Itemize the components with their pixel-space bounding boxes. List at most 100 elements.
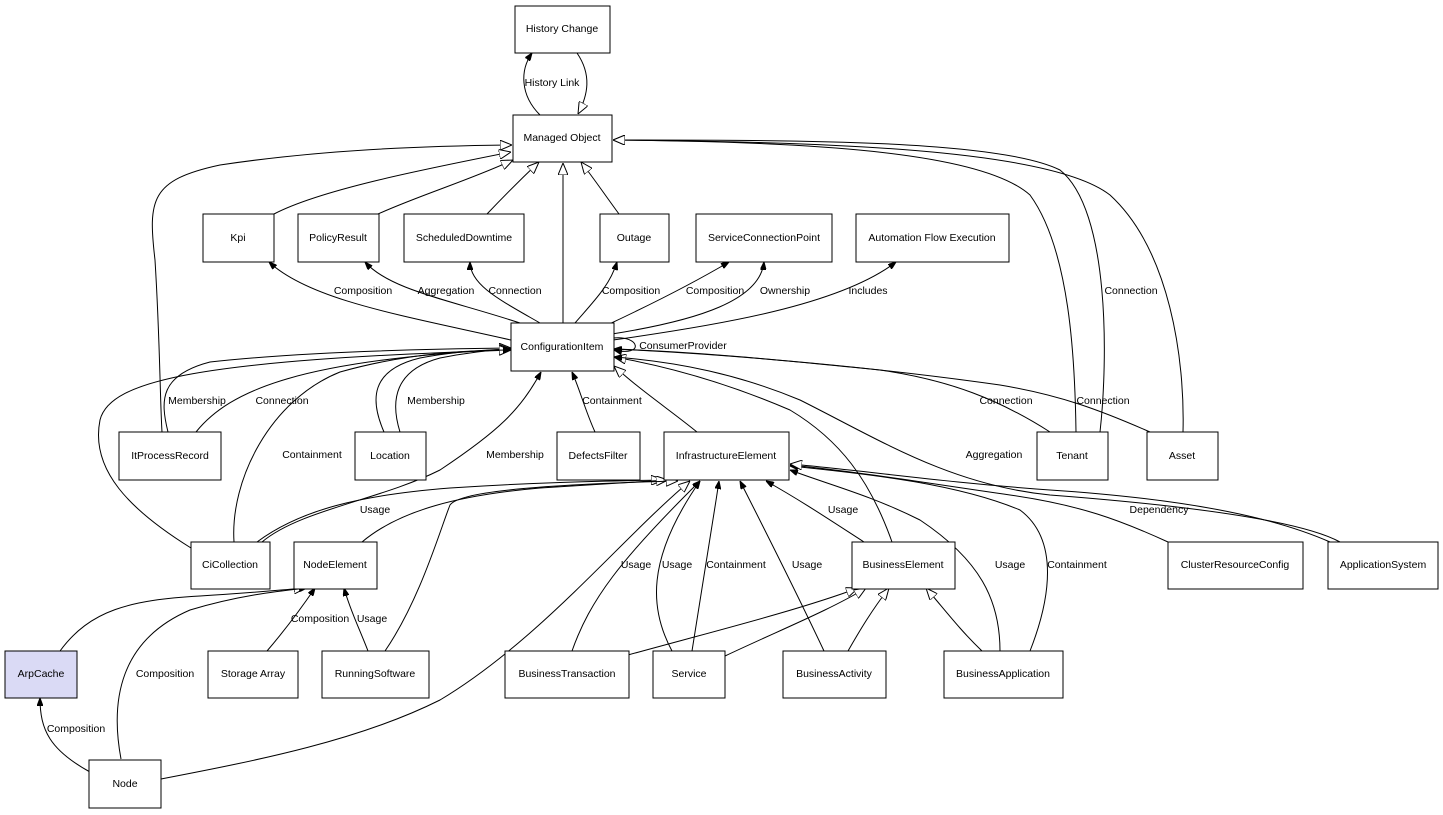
edge-be-ie-usage xyxy=(766,481,865,543)
node-running-software[interactable]: RunningSoftware xyxy=(321,650,430,699)
label-asset-connection: Connection xyxy=(1076,395,1129,407)
edge-kpi-inherit xyxy=(273,152,511,215)
node-running-software-label: RunningSoftware xyxy=(335,668,416,680)
node-location-label: Location xyxy=(370,450,410,462)
label-cicoll-containment: Containment xyxy=(282,449,342,461)
label-node-composition-arp: Composition xyxy=(47,723,106,735)
edge-ci-self xyxy=(612,337,636,352)
edge-service-be-inherit xyxy=(724,588,866,657)
node-scheduled-downtime-label: ScheduledDowntime xyxy=(416,232,512,244)
node-automation-flow-execution[interactable]: Automation Flow Execution xyxy=(855,213,1010,263)
label-itpr-membership: Membership xyxy=(168,395,226,407)
node-history-change[interactable]: History Change xyxy=(514,5,611,54)
label-scp-ownership: Ownership xyxy=(760,285,810,297)
node-service-connection-point-label: ServiceConnectionPoint xyxy=(708,232,820,244)
edge-asset-ci-connection xyxy=(614,349,1151,433)
edge-rs-ne-usage xyxy=(344,588,369,652)
node-outage-label: Outage xyxy=(617,232,652,244)
edge-bt-ie-usage xyxy=(571,481,700,652)
node-infrastructure-element[interactable]: InfrastructureElement xyxy=(663,431,790,481)
edge-downtime-inherit xyxy=(486,162,539,215)
edge-asset-inherit xyxy=(613,140,1184,433)
label-bt-usage: Usage xyxy=(621,559,652,571)
node-storage-array[interactable]: Storage Array xyxy=(207,650,299,699)
edge-appsys-ci-aggregation xyxy=(614,357,1341,543)
label-history-link: History Link xyxy=(525,77,581,89)
node-application-system[interactable]: ApplicationSystem xyxy=(1327,541,1439,590)
edge-itpr-ci-membership xyxy=(163,348,511,433)
edge-defects-containment xyxy=(572,372,596,433)
label-downtime-connection: Connection xyxy=(488,285,541,297)
label-node-composition-ne: Composition xyxy=(136,668,195,680)
node-node-element-label: NodeElement xyxy=(303,559,367,571)
edge-appsys-ie-inherit xyxy=(790,464,1331,543)
edge-outage-inherit xyxy=(581,162,620,215)
node-business-element[interactable]: BusinessElement xyxy=(851,541,956,590)
label-consumer-provider: ConsumerProvider xyxy=(639,340,727,352)
edge-history-inherit xyxy=(576,52,587,114)
node-business-transaction[interactable]: BusinessTransaction xyxy=(504,650,630,699)
label-bapp-usage: Usage xyxy=(995,559,1026,571)
label-policy-aggregation: Aggregation xyxy=(418,285,475,297)
label-afe-includes: Includes xyxy=(848,285,887,297)
node-infrastructure-element-label: InfrastructureElement xyxy=(676,450,776,462)
label-itpr-connection: Connection xyxy=(255,395,308,407)
edge-storage-ne-composition xyxy=(266,588,315,652)
node-tenant[interactable]: Tenant xyxy=(1036,431,1109,481)
node-service-connection-point[interactable]: ServiceConnectionPoint xyxy=(695,213,833,263)
node-configuration-item[interactable]: ConfigurationItem xyxy=(510,322,615,372)
edge-itpr-ci-connection xyxy=(195,349,511,433)
node-kpi-label: Kpi xyxy=(230,232,245,244)
label-scp-composition: Composition xyxy=(686,285,745,297)
node-defects-filter[interactable]: DefectsFilter xyxy=(556,431,641,481)
node-node-element[interactable]: NodeElement xyxy=(293,541,378,590)
edge-arp-ne-inherit xyxy=(59,588,306,652)
node-tenant-label: Tenant xyxy=(1056,450,1088,462)
node-arp-cache[interactable]: ArpCache xyxy=(4,650,78,699)
edge-history-link xyxy=(523,53,541,116)
label-storage-composition: Composition xyxy=(291,613,350,625)
node-application-system-label: ApplicationSystem xyxy=(1340,559,1427,571)
node-managed-object-label: Managed Object xyxy=(523,132,600,144)
edge-ie-inherit xyxy=(614,366,698,433)
edge-node-arp-composition xyxy=(40,698,91,773)
node-node[interactable]: Node xyxy=(88,759,162,809)
label-tenant-connection-ci: Connection xyxy=(979,395,1032,407)
node-it-process-record[interactable]: ItProcessRecord xyxy=(118,431,222,481)
node-policy-result[interactable]: PolicyResult xyxy=(297,213,380,263)
edge-cicoll-inherit xyxy=(98,350,511,549)
edge-cicoll-containment xyxy=(233,350,511,543)
edge-tenant-ci-connection xyxy=(614,349,1051,433)
node-managed-object[interactable]: Managed Object xyxy=(512,114,613,163)
edge-ci-policy xyxy=(365,262,521,324)
edge-ba-ie-usage xyxy=(740,481,825,652)
node-business-application[interactable]: BusinessApplication xyxy=(943,650,1064,699)
node-asset-label: Asset xyxy=(1169,450,1195,462)
node-cluster-resource-config-label: ClusterResourceConfig xyxy=(1181,559,1290,571)
edge-service-ie-usage xyxy=(655,481,700,652)
node-business-activity[interactable]: BusinessActivity xyxy=(782,650,887,699)
node-scheduled-downtime[interactable]: ScheduledDowntime xyxy=(403,213,525,263)
node-location[interactable]: Location xyxy=(354,431,427,481)
node-service-label: Service xyxy=(671,668,706,680)
label-cicoll-usage: Usage xyxy=(360,504,391,516)
label-appsys-aggregation: Aggregation xyxy=(966,449,1023,461)
node-kpi[interactable]: Kpi xyxy=(202,213,275,263)
node-service[interactable]: Service xyxy=(652,650,726,699)
label-cluster-dependency: Dependency xyxy=(1130,504,1190,516)
node-asset[interactable]: Asset xyxy=(1146,431,1219,481)
node-business-element-label: BusinessElement xyxy=(862,559,943,571)
label-be-usage: Usage xyxy=(828,504,859,516)
label-service-containment: Containment xyxy=(706,559,766,571)
node-ci-collection[interactable]: CiCollection xyxy=(190,541,271,590)
edge-be-ci-inherit xyxy=(614,357,893,543)
label-outage-composition: Composition xyxy=(602,285,661,297)
edge-ci-kpi xyxy=(269,262,512,341)
node-cluster-resource-config[interactable]: ClusterResourceConfig xyxy=(1167,541,1304,590)
label-kpi-composition: Composition xyxy=(334,285,393,297)
label-rs-usage: Usage xyxy=(357,613,388,625)
node-outage[interactable]: Outage xyxy=(599,213,670,263)
label-ba-usage: Usage xyxy=(792,559,823,571)
label-tenant-connection-mo: Connection xyxy=(1104,285,1157,297)
